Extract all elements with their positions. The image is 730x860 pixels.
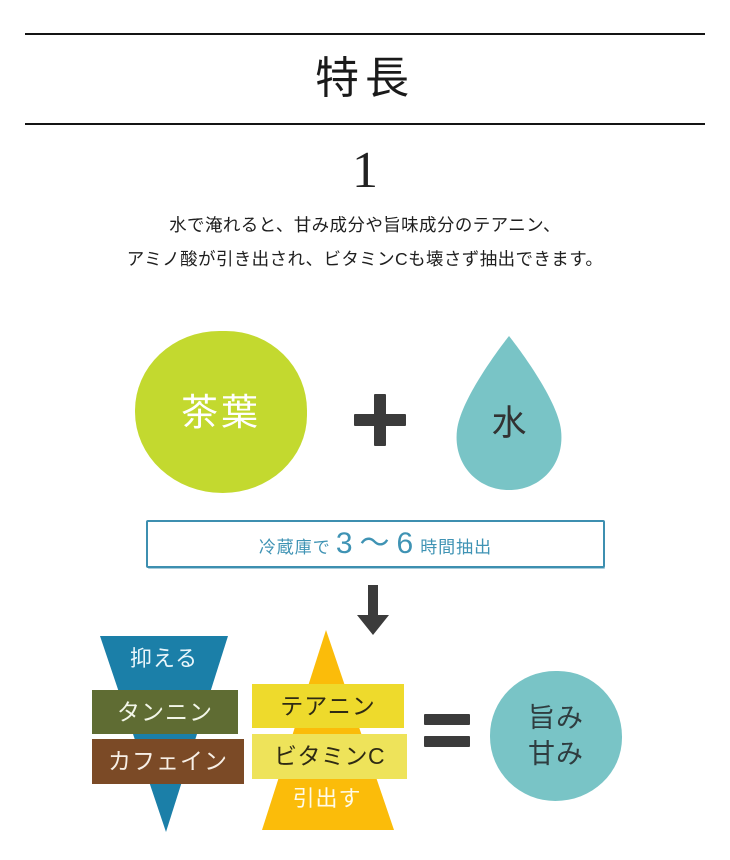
suppressed-item-caffeine: カフェイン (92, 739, 244, 784)
brewing-time-box: 冷蔵庫で 3 ～ 6 時間抽出 (146, 520, 605, 568)
tea-leaves-label: 茶葉 (181, 391, 261, 433)
description-line-2: アミノ酸が引き出され、ビタミンCも壊さず抽出できます。 (126, 249, 604, 269)
page-title: 特長 (315, 54, 415, 103)
header-rule-bottom (25, 123, 705, 125)
brewing-time-text: 冷蔵庫で 3 ～ 6 時間抽出 (259, 529, 492, 559)
outcome-line-2: 甘み (528, 739, 584, 769)
description-text: 水で淹れると、甘み成分や旨味成分のテアニン、 アミノ酸が引き出され、ビタミンCも… (0, 208, 730, 276)
extracted-item-theanine: テアニン (252, 684, 404, 728)
step-number: 1 (352, 142, 378, 199)
suppressed-item-tannin: タンニン (92, 690, 238, 734)
down-arrow-icon (355, 585, 391, 637)
outcome-circle: 旨み 甘み (490, 671, 622, 801)
suppress-label: 抑える (129, 646, 199, 671)
brewing-range-tilde: ～ (359, 527, 392, 560)
equals-icon (424, 712, 470, 750)
suppress-triangle (100, 636, 228, 832)
plus-icon (352, 392, 408, 448)
tea-leaves-circle: 茶葉 (135, 331, 307, 493)
water-label: 水 (491, 404, 527, 443)
description-line-1: 水で淹れると、甘み成分や旨味成分のテアニン、 (169, 215, 561, 235)
extract-triangle (260, 630, 394, 830)
brewing-range-to: 6 (396, 527, 416, 560)
water-droplet-shape: 水 (453, 334, 565, 492)
outcome-line-1: 旨み (528, 703, 584, 733)
brewing-prefix: 冷蔵庫で (258, 538, 331, 557)
extracted-item-vitamin-c: ビタミンC (252, 734, 407, 779)
extract-label: 引出す (292, 786, 362, 811)
brewing-range-from: 3 (335, 527, 355, 560)
brewing-suffix: 時間抽出 (420, 538, 493, 557)
header-rule-top (25, 33, 705, 35)
